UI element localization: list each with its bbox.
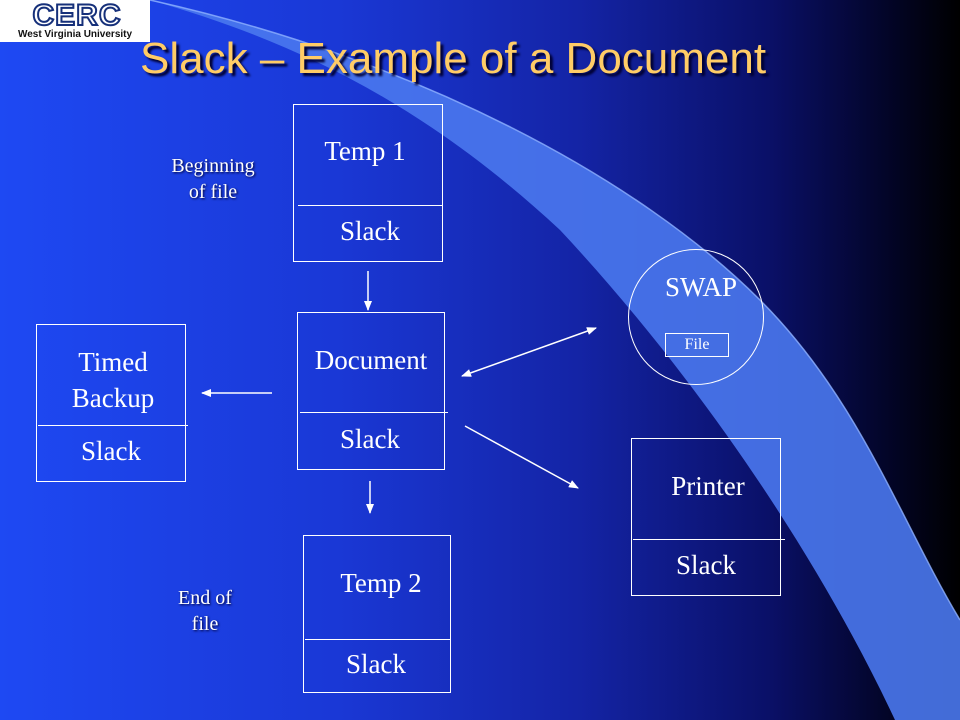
timed-backup-box [36, 324, 186, 482]
printer-divider [633, 539, 785, 540]
logo-text: CERC [31, 0, 122, 33]
temp2-slack-label: Slack [346, 649, 406, 679]
swoosh-light-band [150, 0, 960, 720]
document-box [297, 312, 445, 470]
swap-circle [628, 249, 764, 385]
end-label-line1: End of [178, 587, 232, 609]
temp2-divider [305, 639, 451, 640]
timed-backup-label-line1: Timed [78, 347, 148, 377]
temp2-box [303, 535, 451, 693]
document-slack-label: Slack [340, 424, 400, 454]
printer-label: Printer [671, 471, 745, 501]
document-label: Document [314, 345, 428, 375]
beginning-label-line2: of file [188, 181, 238, 203]
timed-backup-label: Timed Backup [48, 344, 178, 416]
document-divider [300, 412, 448, 413]
cerc-logo: CERC West Virginia University [0, 0, 150, 42]
timed-backup-label-line2: Backup [71, 383, 155, 413]
temp1-label: Temp 1 [324, 136, 406, 166]
logo-subtext: West Virginia University [17, 29, 133, 40]
beginning-of-file-label: Beginning of file [150, 153, 276, 205]
arrow-document-swap-bidirectional [461, 327, 597, 377]
printer-box [631, 438, 781, 596]
printer-slack-label: Slack [676, 550, 736, 580]
end-of-file-label: End of file [150, 585, 260, 637]
temp1-divider [298, 205, 443, 206]
timed-backup-divider [38, 425, 188, 426]
slide-title: Slack – Example of a Document [140, 34, 767, 83]
arrow-document-to-printer [464, 425, 579, 489]
temp1-slack-label: Slack [340, 216, 400, 246]
beginning-label-line1: Beginning [171, 155, 255, 177]
swap-file-box: File [665, 333, 729, 357]
timed-backup-slack-label: Slack [81, 436, 141, 466]
temp2-label: Temp 2 [340, 568, 422, 598]
end-label-line2: file [191, 613, 219, 635]
temp1-box [293, 104, 443, 262]
swap-label: SWAP [664, 272, 738, 302]
